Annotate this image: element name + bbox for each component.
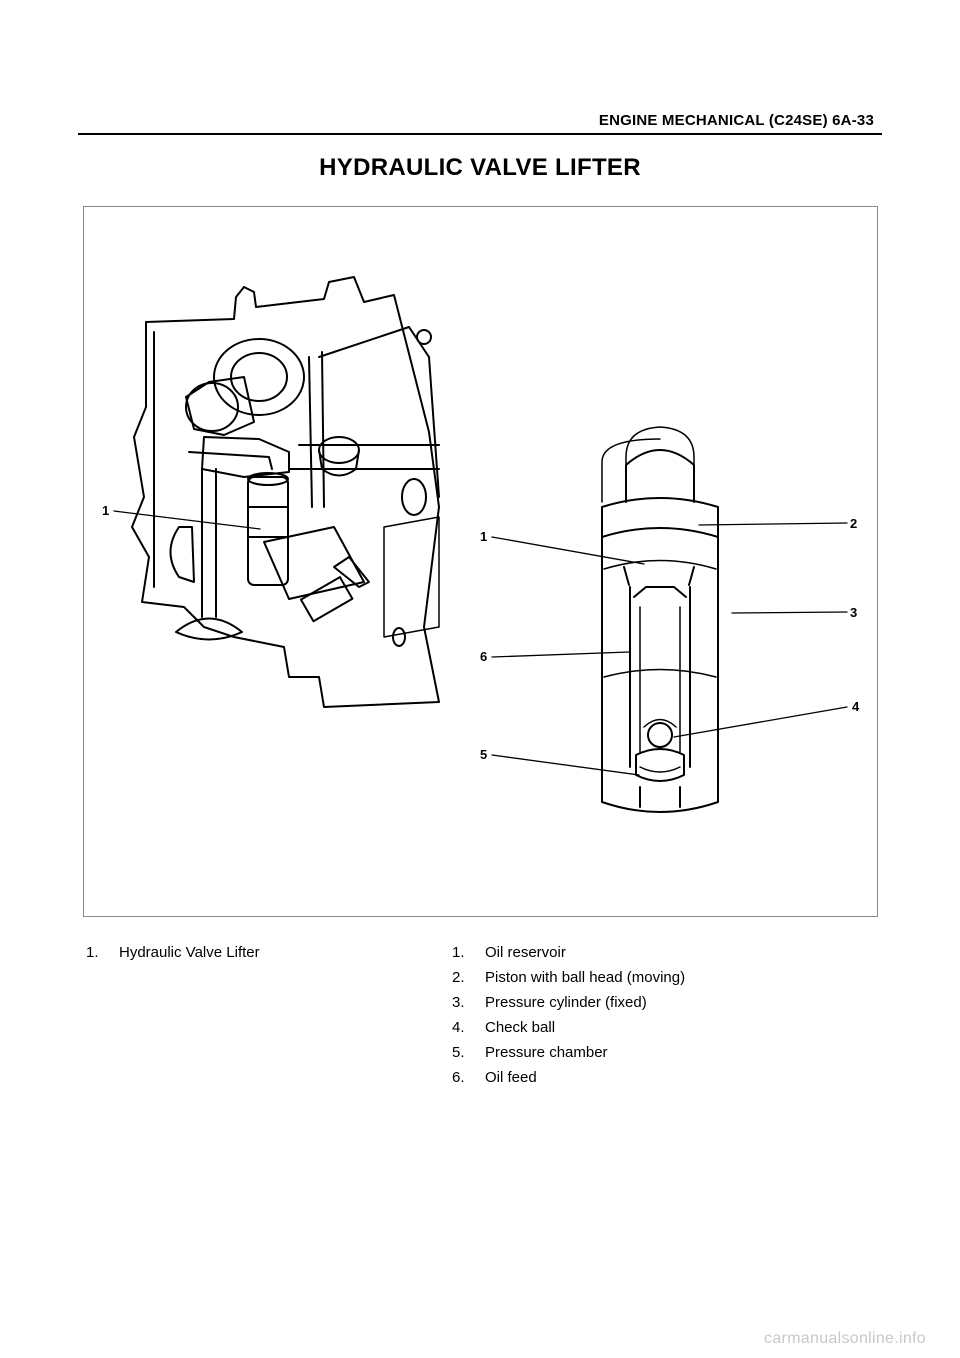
callout-1: 1 (480, 529, 487, 544)
legend-number: 4. (452, 1019, 465, 1036)
legend-item: 5. Pressure chamber (452, 1040, 685, 1065)
legend-number: 2. (452, 969, 465, 986)
legend-number: 3. (452, 994, 465, 1011)
legend-number: 1. (86, 944, 99, 961)
callout-2: 2 (850, 516, 857, 531)
legend-item: 1. Hydraulic Valve Lifter (86, 940, 260, 965)
callout-3: 3 (850, 605, 857, 620)
lifter-illustration: 1 1 2 3 4 5 6 (102, 276, 860, 813)
legend-left: 1. Hydraulic Valve Lifter (86, 940, 260, 965)
lifter-figure: 1 1 2 3 4 5 6 (83, 206, 878, 917)
legend-item: 4. Check ball (452, 1015, 685, 1040)
legend-item: 2. Piston with ball head (moving) (452, 965, 685, 990)
header-rule (78, 133, 882, 135)
legend-text: Oil feed (485, 1069, 537, 1086)
callout-4: 4 (852, 699, 860, 714)
legend-text: Check ball (485, 1019, 556, 1036)
cylinder-head-drawing (131, 276, 440, 708)
callout-5: 5 (480, 747, 487, 762)
legend-item: 6. Oil feed (452, 1065, 685, 1090)
legend-number: 5. (452, 1044, 465, 1061)
callout-labels: 1 1 2 3 4 5 6 (102, 503, 860, 762)
legend-text: Hydraulic Valve Lifter (119, 944, 260, 961)
legend-number: 1. (452, 944, 465, 961)
legend-right: 1. Oil reservoir 2. Piston with ball hea… (452, 940, 685, 1090)
legend-number: 6. (452, 1069, 465, 1086)
page-header: ENGINE MECHANICAL (C24SE) 6A-33 (598, 112, 874, 129)
legend-text: Piston with ball head (moving) (485, 969, 686, 986)
callout-1-head: 1 (102, 503, 109, 518)
legend-item: 3. Pressure cylinder (fixed) (452, 990, 685, 1015)
legend-text: Pressure chamber (485, 1044, 608, 1061)
leader-lines (113, 510, 848, 776)
legend-text: Pressure cylinder (fixed) (485, 994, 647, 1011)
legend-item: 1. Oil reservoir (452, 940, 685, 965)
lifter-cutaway-drawing (601, 426, 719, 813)
callout-6: 6 (480, 649, 487, 664)
legend-text: Oil reservoir (485, 944, 566, 961)
page-title: HYDRAULIC VALVE LIFTER (319, 154, 641, 181)
watermark[interactable]: carmanualsonline.info (764, 1330, 926, 1347)
